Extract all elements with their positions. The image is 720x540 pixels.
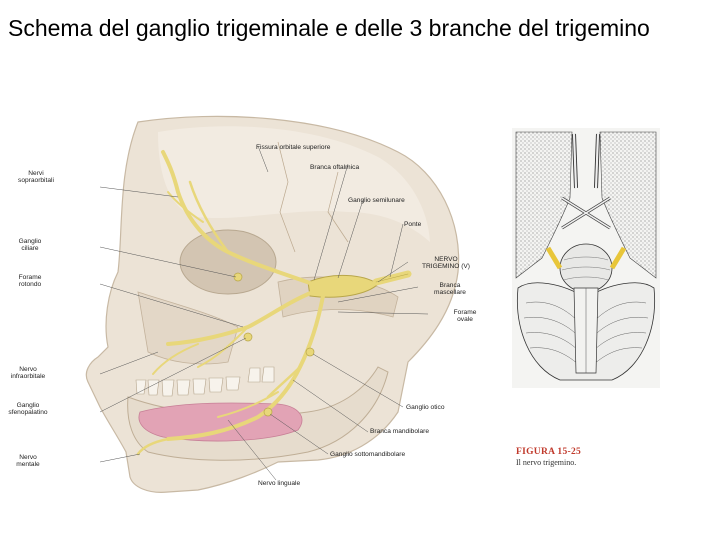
otic-ganglion-dot [305,347,315,357]
label-forame-ovale: Forame ovale [450,309,480,324]
label-ganglio-ciliare-line1: Ganglio [18,238,42,245]
label-nervo-mentale-line1: Nervo [19,454,37,461]
lower-teeth [247,366,275,383]
label-ganglio-semilunare: Ganglio semilunare [348,197,405,204]
label-nervi-sopraorbitali: Nervi sopraorbitali [0,170,72,185]
trigeminal-nerves [307,270,412,298]
label-branca-oftalmica: Branca oftalmica [310,164,360,171]
sphenopalatine-ganglion-dot [243,332,253,342]
slide-title: Schema del ganglio trigeminale e delle 3… [8,15,650,41]
label-ponte: Ponte [404,221,422,228]
label-ganglio-sfenopalatino-line2: sfenopalatino [8,409,48,417]
label-ganglio-sfenopalatino: Ganglio sfenopalatino [0,402,64,417]
label-forame-rotondo: Forame rotondo [0,274,66,289]
skull-nerve-drawing [85,115,460,493]
label-nervo-mentale: Nervo mentale [0,454,64,469]
figure-caption-text: Il nervo trigemino. [516,458,577,467]
label-nervo-trigemino-line1: NERVO [434,256,458,263]
ciliary-ganglion-dot [233,272,243,282]
label-nervo-infraorbitale-line1: Nervo [19,366,37,373]
label-ganglio-otico: Ganglio otico [406,404,445,411]
upper-teeth [135,376,241,397]
brainstem-inset-illustration [512,128,660,388]
label-ganglio-sottomandibolare: Ganglio sottomandibolare [330,451,406,458]
label-branca-mascellare: Branca mascellare [430,282,470,297]
figure-label: FIGURA 15-25 [516,447,582,457]
label-nervi-sopraorbitali-line2: sopraorbitali [18,177,54,185]
label-ganglio-ciliare: Ganglio ciliare [0,238,66,253]
label-nervi-sopraorbitali-line1: Nervi [28,170,44,177]
label-ganglio-ciliare-line2: ciliare [21,245,39,253]
label-branca-mandibolare: Branca mandibolare [370,428,430,435]
leader-lines [99,145,429,481]
label-nervo-infraorbitale: Nervo infraorbitale [0,366,64,381]
brainstem-drawing [512,128,660,388]
label-forame-rotondo-line1: Forame [18,274,42,281]
figure-caption: FIGURA 15-25 Il nervo trigemino. [516,447,581,467]
nerve-branches [136,150,325,456]
label-forame-ovale-line1: Forame [453,309,477,316]
label-fissura-orbitale: Fissura orbitale superiore [256,144,331,151]
label-branca-mascellare-line2: mascellare [434,289,466,297]
label-forame-ovale-line2: ovale [457,316,473,324]
label-nervo-trigemino: NERVO TRIGEMINO (V) [416,256,476,271]
label-branca-mascellare-line1: Branca [439,282,461,289]
label-nervo-linguale: Nervo linguale [258,480,301,487]
label-forame-rotondo-line2: rotondo [18,281,42,289]
trigeminal-anatomy-illustration: Fissura orbitale superiore Branca oftalm… [8,112,508,514]
label-ganglio-sfenopalatino-line1: Ganglio [16,402,40,409]
label-nervo-infraorbitale-line2: infraorbitale [10,373,46,381]
label-nervo-trigemino-line2: TRIGEMINO (V) [422,263,470,271]
label-nervo-mentale-line2: mentale [16,461,40,469]
